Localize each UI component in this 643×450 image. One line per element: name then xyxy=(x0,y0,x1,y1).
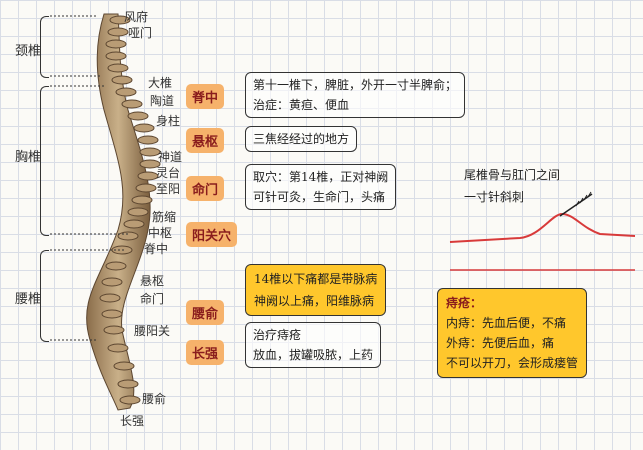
note-jizhong: 第十一椎下，脾脏，外开一寸半脾俞； 治症：黄疸、便血 xyxy=(245,72,466,118)
vertebra-process xyxy=(99,293,121,303)
tag-yaoshu: 腰俞 xyxy=(186,300,225,325)
note-hemorrhoid-title: 痔疮： xyxy=(446,296,483,310)
note-hemorrhoid-line1: 内痔：先血后便，不痛 xyxy=(446,316,567,330)
point-shenzhu: 身柱 xyxy=(156,114,181,128)
point-jizhong: 脊中 xyxy=(144,242,169,256)
coccyx-needle-sketch xyxy=(449,191,636,271)
vertebra-process xyxy=(127,207,149,217)
note-changqiang-line2: 放血，拔罐吸脓，上药 xyxy=(253,348,374,362)
note-hemorrhoid-line2: 外痔：先便后血，痛 xyxy=(446,336,555,350)
point-shendao: 神道 xyxy=(158,150,183,164)
tag-changqiang: 长强 xyxy=(186,340,225,365)
note-xuanshu-line1: 三焦经经过的地方 xyxy=(253,132,350,146)
vertebra-process xyxy=(107,27,129,37)
vertebra-process xyxy=(115,87,137,97)
note-yaoshu: 14椎以下痛都是带脉病 神阙以上痛，阳维脉病 xyxy=(245,264,387,316)
region-cervical-brace xyxy=(40,16,49,78)
vertebra-process xyxy=(101,277,123,287)
note-jizhong-line1: 第十一椎下，脾脏，外开一寸半脾俞； xyxy=(253,78,458,92)
point-yaoshu: 腰俞 xyxy=(142,392,167,406)
vertebra-process xyxy=(107,343,129,353)
spine-processes xyxy=(99,15,161,405)
vertebra-process xyxy=(107,63,129,73)
vertebra-process xyxy=(105,39,127,49)
point-mingmen: 命门 xyxy=(140,292,165,306)
note-xuanshu: 三焦经经过的地方 xyxy=(245,126,358,152)
point-yaoyangguan: 腰阳关 xyxy=(134,324,171,338)
note-yaoshu-line1: 14椎以下痛都是带脉病 xyxy=(254,272,378,286)
note-mingmen-line1: 取穴：第14椎，正对神阙 xyxy=(253,170,389,184)
note-hemorrhoid: 痔疮： 内痔：先血后便，不痛 外痔：先便后血，痛 不可以开刀，会形成瘘管 xyxy=(437,288,588,378)
note-mingmen-line2: 可针可灸，生命门，头痛 xyxy=(253,190,386,204)
vertebra-process xyxy=(105,51,127,61)
note-coccyx-line1: 尾椎骨与肛门之间 xyxy=(464,168,561,182)
vertebra-process xyxy=(139,147,161,157)
vertebra-process xyxy=(131,195,153,205)
vertebra-process xyxy=(113,361,135,371)
vertebra-process xyxy=(109,15,131,25)
region-thoracic-brace xyxy=(40,86,49,236)
point-fengfu: 风府 xyxy=(124,10,149,24)
vertebra-process xyxy=(133,123,155,133)
note-changqiang: 治疗痔疮 放血，拔罐吸脓，上药 xyxy=(245,322,382,368)
point-taodao: 陶道 xyxy=(150,94,175,108)
note-mingmen: 取穴：第14椎，正对神阙 可针可灸，生命门，头痛 xyxy=(245,164,397,210)
vertebra-process xyxy=(103,325,125,335)
needle xyxy=(559,193,593,217)
region-thoracic-label: 胸椎 xyxy=(15,150,42,165)
vertebra-process xyxy=(123,219,145,229)
point-dazhui: 大椎 xyxy=(148,76,173,90)
point-zhiyang: 至阳 xyxy=(156,182,181,196)
spine-body xyxy=(86,13,151,411)
note-coccyx: 尾椎骨与肛门之间 一寸针斜刺 xyxy=(464,164,560,208)
vertebra-process xyxy=(135,183,157,193)
tag-jizhong: 脊中 xyxy=(186,84,225,109)
point-yamen: 哑门 xyxy=(128,26,153,40)
region-cervical-label: 颈椎 xyxy=(15,44,42,59)
vertebra-process xyxy=(127,111,149,121)
point-changqiang: 长强 xyxy=(120,414,145,428)
note-yaoshu-line2: 神阙以上痛，阳维脉病 xyxy=(254,294,375,308)
note-coccyx-line2: 一寸针斜刺 xyxy=(464,190,525,204)
note-changqiang-line1: 治疗痔疮 xyxy=(253,328,302,342)
vertebra-process xyxy=(137,171,159,181)
vertebra-process xyxy=(117,379,139,389)
vertebra-process xyxy=(101,309,123,319)
point-lingtai: 灵台 xyxy=(156,166,181,180)
vertebra-process xyxy=(121,99,143,109)
vertebra-process xyxy=(139,159,161,169)
tag-xuanshu: 悬枢 xyxy=(186,128,225,153)
note-jizhong-line2: 治症：黄疸、便血 xyxy=(253,98,350,112)
point-zhongshu: 中枢 xyxy=(148,226,173,240)
point-jinsuo: 筋缩 xyxy=(152,210,177,224)
vertebra-process xyxy=(105,261,127,271)
vertebra-process xyxy=(111,75,133,85)
needle-grip xyxy=(575,191,592,207)
vertebra-process xyxy=(119,395,141,405)
point-xuanshu: 悬枢 xyxy=(140,274,165,288)
tag-mingmen: 命门 xyxy=(186,176,225,201)
vertebra-process xyxy=(137,135,159,145)
region-lumbar-label: 腰椎 xyxy=(15,292,42,307)
tag-yangguan: 阳关穴 xyxy=(186,222,238,247)
note-hemorrhoid-line3: 不可以开刀，会形成瘘管 xyxy=(446,356,579,370)
region-lumbar-brace xyxy=(40,250,49,342)
